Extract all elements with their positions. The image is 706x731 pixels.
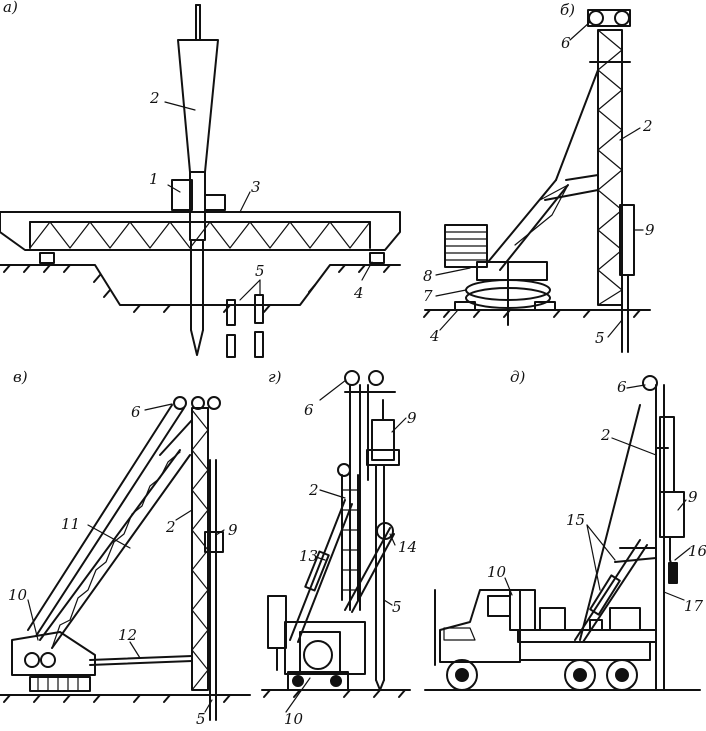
label-a-3: 3 — [251, 178, 261, 196]
panel-label-v: в) — [13, 368, 28, 386]
label-v-2: 2 — [165, 518, 176, 536]
panel-d-truck-pile-driver — [424, 375, 701, 691]
label-g-9: 9 — [407, 409, 417, 427]
label-g-6: 6 — [304, 401, 314, 419]
panel-label-a: а) — [3, 0, 18, 16]
label-a-1: 1 — [149, 170, 159, 188]
label-a-2: 2 — [149, 89, 160, 107]
panel-a-truss-pile-driver — [0, 4, 401, 358]
label-g-10: 10 — [284, 710, 304, 728]
label-b-7: 7 — [423, 287, 433, 305]
label-g-14: 14 — [398, 538, 417, 556]
label-v-10: 10 — [8, 586, 28, 604]
label-v-5: 5 — [196, 710, 206, 728]
label-a-5: 5 — [255, 262, 265, 280]
label-v-12: 12 — [118, 626, 137, 644]
label-d-9: 9 — [688, 488, 698, 506]
label-v-6: 6 — [131, 403, 141, 421]
panel-b-crane-pile-driver — [423, 9, 651, 353]
panel-label-g: г) — [268, 368, 282, 386]
label-g-5: 5 — [392, 598, 402, 616]
label-v-11: 11 — [61, 515, 80, 533]
label-d-6: 6 — [617, 378, 627, 396]
label-b-5: 5 — [595, 329, 605, 347]
label-d-17: 17 — [684, 597, 704, 615]
panel-label-d: д) — [510, 368, 526, 386]
label-b-4: 4 — [429, 327, 440, 345]
label-b-2: 2 — [642, 117, 653, 135]
label-v-9: 9 — [228, 521, 238, 539]
label-b-6: 6 — [561, 34, 571, 52]
label-g-13: 13 — [299, 547, 318, 565]
label-d-15: 15 — [566, 511, 585, 529]
panel-label-b: б) — [560, 1, 575, 19]
label-b-9: 9 — [645, 221, 655, 239]
label-d-10: 10 — [487, 563, 507, 581]
label-a-4: 4 — [353, 284, 364, 302]
label-g-2: 2 — [308, 481, 319, 499]
panel-v-crawler-boom-pile-driver — [0, 396, 251, 721]
labels: а) б) в) г) д) 1 2 3 4 5 6 2 9 8 7 4 5 6… — [3, 0, 706, 728]
label-d-2: 2 — [600, 426, 611, 444]
panel-g-tracked-pile-driver — [261, 370, 411, 713]
label-d-16: 16 — [688, 542, 706, 560]
label-b-8: 8 — [423, 267, 433, 285]
